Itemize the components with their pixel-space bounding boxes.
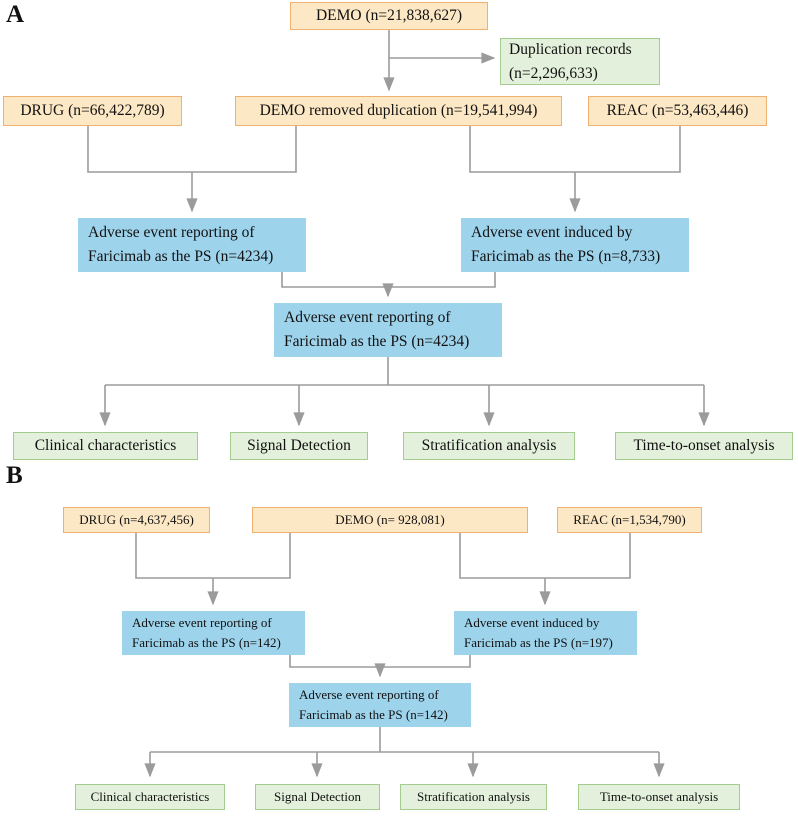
bracket-drug-demo-b: [135, 533, 291, 579]
node-ae-reporting-b-line1: Adverse event reporting of: [132, 615, 272, 630]
node-ae-induced-a: Adverse event induced by Faricimab as th…: [461, 218, 689, 272]
node-ae-final-b-line2: Faricimab as the PS (n=142): [299, 707, 448, 722]
node-ae-induced-b-line2: Faricimab as the PS (n=197): [464, 635, 613, 650]
bracket-drug-demo: [87, 126, 297, 173]
node-ae-induced-a-line1: Adverse event induced by: [471, 224, 633, 241]
node-stratification-b: Stratification analysis: [400, 784, 547, 810]
bracket-demo-reac-b: [459, 533, 631, 579]
node-clinical-a: Clinical characteristics: [13, 432, 198, 460]
bracket-merge-a: [281, 272, 496, 288]
panel-a-label: A: [6, 1, 25, 28]
node-duplication-records-line2: (n=2,296,633): [509, 64, 598, 82]
node-ae-reporting-b: Adverse event reporting of Faricimab as …: [122, 611, 305, 655]
node-ae-reporting-b-line2: Faricimab as the PS (n=142): [132, 635, 281, 650]
node-drug-a: DRUG (n=66,422,789): [3, 96, 182, 126]
node-ae-final-b: Adverse event reporting of Faricimab as …: [289, 683, 471, 727]
node-timeonset-b: Time-to-onset analysis: [578, 784, 740, 810]
node-demo-b: DEMO (n= 928,081): [252, 507, 528, 533]
node-ae-reporting-a: Adverse event reporting of Faricimab as …: [78, 218, 306, 272]
node-signal-a: Signal Detection: [230, 432, 368, 460]
node-timeonset-a: Time-to-onset analysis: [615, 432, 793, 460]
node-ae-induced-b: Adverse event induced by Faricimab as th…: [454, 611, 637, 655]
node-demo-total: DEMO (n=21,838,627): [290, 2, 488, 30]
node-ae-final-a-line1: Adverse event reporting of: [284, 309, 451, 326]
bracket-demo-reac: [469, 126, 681, 173]
node-ae-induced-b-line1: Adverse event induced by: [464, 615, 600, 630]
node-ae-reporting-a-line2: Faricimab as the PS (n=4234): [88, 248, 274, 265]
node-clinical-b: Clinical characteristics: [75, 784, 225, 810]
node-ae-reporting-a-line1: Adverse event reporting of: [88, 224, 255, 241]
node-duplication-records-line1: Duplication records: [509, 40, 632, 58]
fanout-skeleton-b: [150, 727, 659, 753]
node-stratification-a: Stratification analysis: [403, 432, 575, 460]
node-ae-induced-a-line2: Faricimab as the PS (n=8,733): [471, 248, 661, 265]
bracket-merge-b: [289, 655, 471, 668]
node-reac-a: REAC (n=53,463,446): [588, 96, 767, 126]
node-ae-final-a: Adverse event reporting of Faricimab as …: [274, 303, 502, 357]
node-drug-b: DRUG (n=4,637,456): [63, 507, 210, 533]
node-signal-b: Signal Detection: [255, 784, 380, 810]
node-reac-b: REAC (n=1,534,790): [557, 507, 702, 533]
node-ae-final-b-line1: Adverse event reporting of: [299, 687, 439, 702]
fanout-skeleton-a: [105, 357, 704, 386]
panel-b-label: B: [6, 462, 23, 489]
node-demo-dedup: DEMO removed duplication (n=19,541,994): [235, 96, 562, 126]
node-duplication-records: Duplication records (n=2,296,633): [500, 38, 660, 85]
node-ae-final-a-line2: Faricimab as the PS (n=4234): [284, 333, 470, 350]
